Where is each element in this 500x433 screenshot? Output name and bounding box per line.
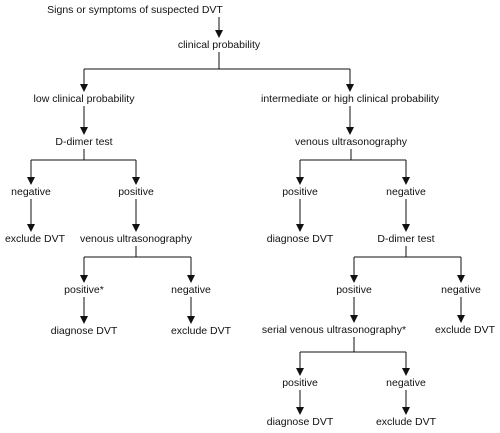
diagnose-dvt-left-node: diagnose DVT xyxy=(50,325,118,337)
serial-venous-ultrasonography-node: serial venous ultrasonography* xyxy=(261,324,407,336)
high-probability-node: intermediate or high clinical probabilit… xyxy=(260,93,440,105)
positive-right-bottom-node: positive xyxy=(282,377,318,389)
positive-right-lower-node: positive xyxy=(336,284,372,296)
venous-ultrasonography-right-node: venous ultrasonography xyxy=(294,136,408,148)
clinical-probability-node: clinical probability xyxy=(177,39,261,51)
positive-star-left-node: positive* xyxy=(64,284,104,296)
exclude-dvt-left-node: exclude DVT xyxy=(4,233,66,245)
negative-right-bottom-node: negative xyxy=(386,377,426,389)
diagnose-dvt-right-bottom-node: diagnose DVT xyxy=(266,416,334,428)
positive-left-node: positive xyxy=(118,186,154,198)
positive-right-node: positive xyxy=(282,186,318,198)
ddimer-test-right-node: D-dimer test xyxy=(377,233,435,245)
ddimer-test-left-node: D-dimer test xyxy=(55,136,113,148)
venous-ultrasonography-left-node: venous ultrasonography xyxy=(79,233,193,245)
diagnose-dvt-right-node: diagnose DVT xyxy=(266,233,334,245)
negative-right-lower-node: negative xyxy=(441,284,481,296)
low-probability-node: low clinical probability xyxy=(33,93,135,105)
exclude-dvt-right-bottom-node: exclude DVT xyxy=(375,416,437,428)
negative-right-node: negative xyxy=(386,186,426,198)
exclude-dvt-right-node: exclude DVT xyxy=(434,324,496,336)
negative-left-node: negative xyxy=(11,186,51,198)
negative-left-lower-node: negative xyxy=(171,284,211,296)
root-symptoms-node: Signs or symptoms of suspected DVT xyxy=(47,4,223,16)
exclude-dvt-left-lower-node: exclude DVT xyxy=(170,325,232,337)
